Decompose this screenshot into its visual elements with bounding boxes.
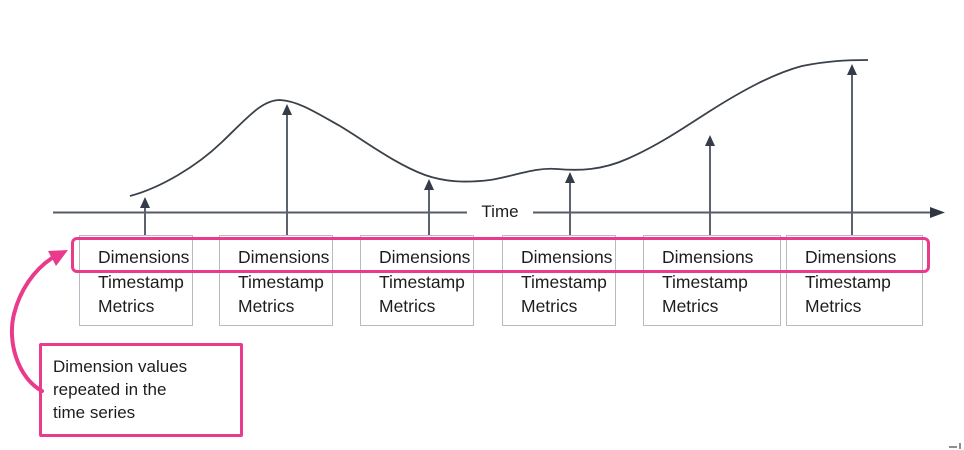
callout-line-1: Dimension values [53,357,188,376]
time-axis-arrowhead-icon [930,207,945,218]
record-card-1: Dimensions Timestamp Metrics [79,235,193,326]
card-dimensions-label: Dimensions [98,247,190,267]
card-timestamp-label: Timestamp [521,271,607,292]
dimensions-row-highlight [71,237,930,273]
card-dimensions-label: Dimensions [805,247,897,267]
corner-artifact [949,443,961,449]
card-dimensions-label: Dimensions [521,247,613,267]
callout-arrow-canvas [9,250,68,393]
callout-arrowhead-icon [48,250,68,266]
time-series-curve [129,59,869,197]
card-dimensions-label: Dimensions [379,247,471,267]
card-metrics-label: Metrics [521,296,578,316]
card-metrics-label: Metrics [238,296,295,316]
time-axis-label: Time [468,202,532,222]
callout-line-2: repeated in the [53,380,167,399]
record-card-3: Dimensions Timestamp Metrics [360,235,474,326]
record-card-5: Dimensions Timestamp Metrics [643,235,781,326]
value-arrowhead-icon-4 [565,172,575,183]
callout-box: Dimension values repeated in the time se… [39,343,243,437]
card-dimensions-label: Dimensions [238,247,330,267]
card-dimensions-label: Dimensions [662,247,754,267]
card-metrics-label: Metrics [379,296,436,316]
value-arrowhead-icon-5 [705,135,715,146]
value-arrowhead-icon-3 [424,179,434,190]
value-arrowhead-icon-6 [847,64,857,75]
record-card-2: Dimensions Timestamp Metrics [219,235,333,326]
card-timestamp-label: Timestamp [379,271,465,292]
card-timestamp-label: Timestamp [662,271,748,292]
card-timestamp-label: Timestamp [805,271,891,292]
card-timestamp-label: Timestamp [238,271,324,292]
card-timestamp-label: Timestamp [98,271,184,292]
record-card-6: Dimensions Timestamp Metrics [786,235,923,326]
card-metrics-label: Metrics [662,296,719,316]
card-metrics-label: Metrics [805,296,862,316]
record-card-4: Dimensions Timestamp Metrics [502,235,616,326]
value-arrowhead-icon-2 [282,104,292,115]
value-arrowhead-icon-1 [140,197,150,208]
callout-arrow-curve [9,256,54,393]
callout-line-3: time series [53,403,136,422]
card-metrics-label: Metrics [98,296,155,316]
